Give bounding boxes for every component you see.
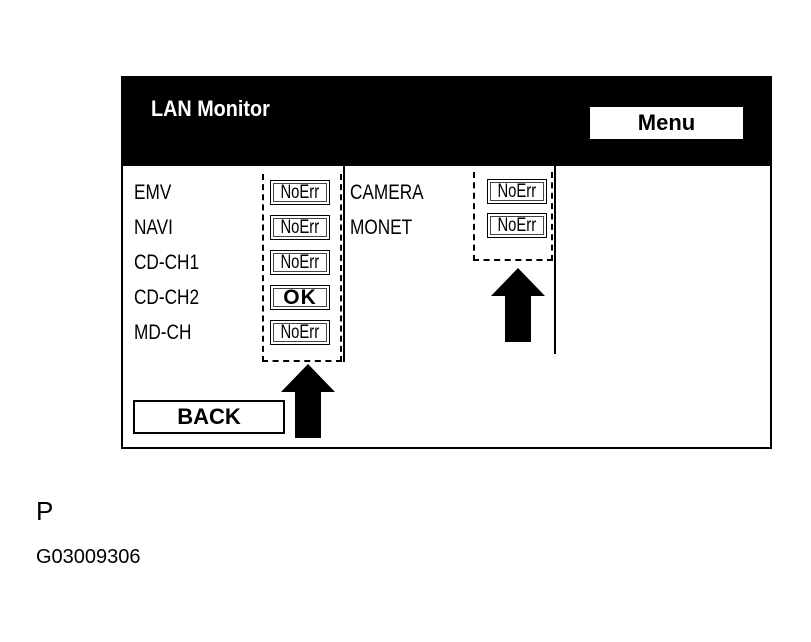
figure-code: G03009306 <box>36 546 141 568</box>
status-badge-cd-ch2[interactable]: OK <box>270 285 330 310</box>
highlight-box-right <box>473 172 553 261</box>
column-divider-right <box>554 166 556 354</box>
status-badge-monet[interactable]: NoErr <box>487 213 547 238</box>
status-badge-navi[interactable]: NoErr <box>270 215 330 240</box>
header-bar: LAN Monitor Menu <box>123 78 770 166</box>
figure-letter: P <box>36 496 54 526</box>
device-label-md-ch: MD-CH <box>134 321 192 344</box>
status-badge-emv[interactable]: NoErr <box>270 180 330 205</box>
device-label-camera: CAMERA <box>350 181 424 204</box>
device-label-monet: MONET <box>350 216 413 239</box>
column-divider <box>343 166 345 362</box>
status-badge-md-ch[interactable]: NoErr <box>270 320 330 345</box>
page-title: LAN Monitor <box>151 96 270 121</box>
up-arrow-icon <box>491 268 545 342</box>
status-badge-cd-ch1[interactable]: NoErr <box>270 250 330 275</box>
device-label-cd-ch1: CD-CH1 <box>134 251 200 274</box>
status-badge-camera[interactable]: NoErr <box>487 179 547 204</box>
device-label-cd-ch2: CD-CH2 <box>134 286 200 309</box>
back-button[interactable]: BACK <box>133 400 285 434</box>
device-label-emv: EMV <box>134 181 172 204</box>
menu-button[interactable]: Menu <box>589 106 744 140</box>
device-label-navi: NAVI <box>134 216 173 239</box>
lan-monitor-screen: LAN Monitor Menu EMV NAVI CD-CH1 CD-CH2 … <box>121 76 772 449</box>
highlight-box-left <box>262 174 342 362</box>
up-arrow-icon <box>281 364 335 438</box>
